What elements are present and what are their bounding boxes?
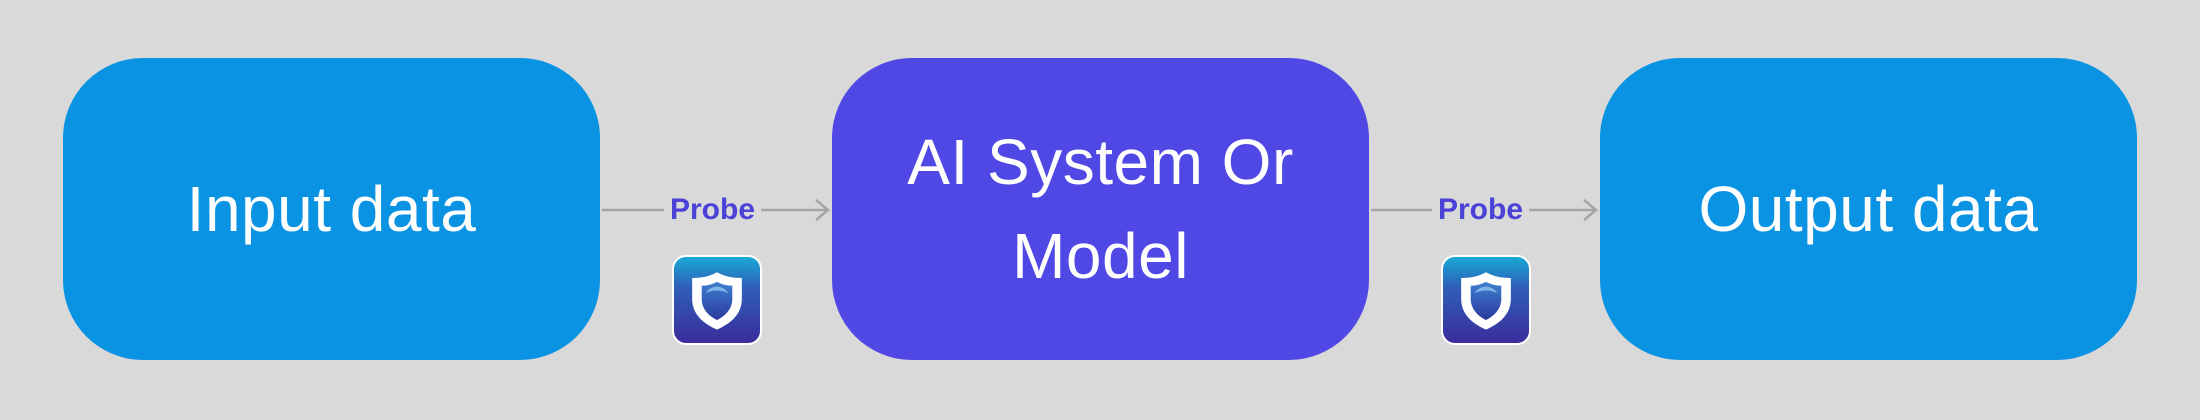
shield-icon [1441,255,1531,345]
input-data-node: Input data [63,58,600,360]
output-data-label: Output data [1698,173,2039,245]
input-to-model-connector: Probe [600,190,832,230]
input-data-label: Input data [186,173,477,245]
output-data-node: Output data [1600,58,2137,360]
shield-icon [672,255,762,345]
ai-system-node: AI System Or Model [832,58,1369,360]
model-to-output-connector: Probe [1369,190,1600,230]
probe-label: Probe [664,190,762,230]
probe-label: Probe [1432,190,1530,230]
ai-system-label: AI System Or Model [907,126,1294,292]
